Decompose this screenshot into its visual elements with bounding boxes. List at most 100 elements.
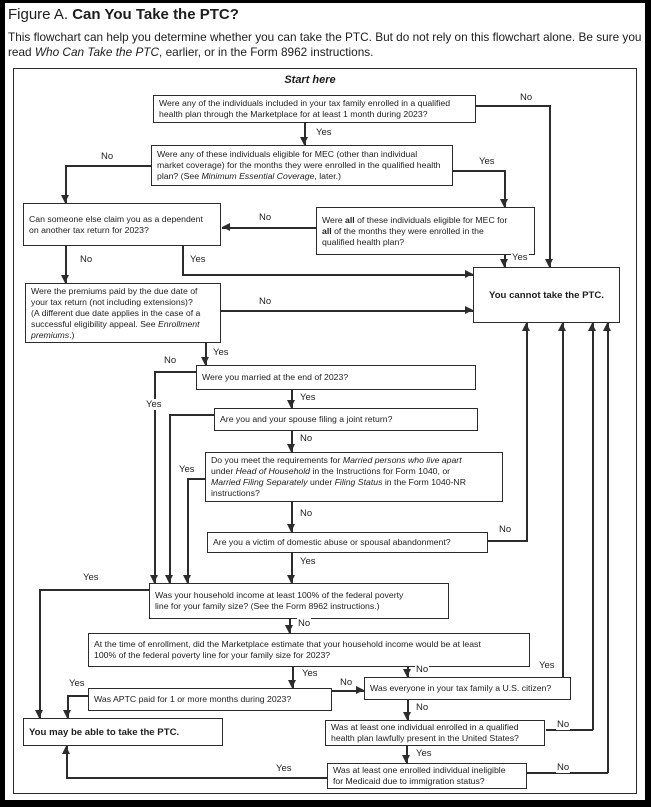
- edge-label: No: [498, 524, 513, 535]
- flow-line: [67, 695, 88, 697]
- node-mec-eligible: Were any of these individuals eligible f…: [151, 145, 453, 186]
- flow-line: [65, 165, 67, 203]
- flow-line: [221, 310, 473, 312]
- node-medicaid-ineligible: Was at least one enrolled individual ine…: [327, 763, 527, 789]
- edge-label: Yes: [415, 748, 433, 759]
- flow-line: [292, 667, 294, 688]
- flow-line: [182, 274, 473, 276]
- node-may-take-ptc: You may be able to take the PTC.: [23, 718, 223, 746]
- edge-label: No: [258, 296, 273, 307]
- edge-label: Yes: [511, 252, 529, 263]
- flow-line: [407, 700, 409, 720]
- flow-line: [607, 323, 609, 773]
- flow-line: [187, 478, 205, 480]
- arrowhead-right: [465, 270, 473, 278]
- edge-label: No: [297, 618, 312, 629]
- edge-label: No: [258, 212, 273, 223]
- flow-line: [154, 371, 156, 583]
- flow-line: [304, 123, 306, 145]
- arrowhead-left: [222, 223, 230, 231]
- arrowhead-down: [201, 357, 209, 365]
- arrowhead-up: [603, 323, 611, 331]
- flow-line: [476, 105, 550, 107]
- edge-label: No: [299, 508, 314, 519]
- edge-label: No: [79, 254, 94, 265]
- arrowhead-down: [150, 575, 158, 583]
- flow-line: [291, 431, 293, 452]
- arrowhead-down: [300, 137, 308, 145]
- node-cannot-take-ptc: You cannot take the PTC.: [473, 267, 620, 323]
- flow-line: [549, 105, 551, 267]
- flow-line: [187, 478, 189, 583]
- arrowhead-up: [558, 323, 566, 331]
- edge-label: Yes: [82, 572, 100, 583]
- flow-line: [65, 165, 151, 167]
- intro-text-line2: read Who Can Take the PTC, earlier, or i…: [8, 44, 374, 59]
- edge-label: Yes: [538, 660, 556, 671]
- edge-label: No: [339, 677, 354, 688]
- node-all-mec-all-months: Were all of these individuals eligible f…: [316, 207, 535, 255]
- flow-line: [592, 323, 594, 730]
- edge-label: Yes: [299, 556, 317, 567]
- arrowhead-up: [522, 323, 530, 331]
- flow-line: [222, 227, 316, 229]
- arrowhead-up: [62, 746, 70, 754]
- node-joint-return: Are you and your spouse filing a joint r…: [214, 408, 478, 431]
- arrowhead-right: [465, 306, 473, 314]
- flow-line: [332, 690, 364, 692]
- edge-label: No: [519, 92, 534, 103]
- flow-line: [182, 246, 184, 274]
- edge-label: No: [415, 702, 430, 713]
- flow-line: [65, 246, 67, 283]
- flow-line: [169, 414, 214, 416]
- edge-label: Yes: [299, 392, 317, 403]
- edge-label: No: [556, 762, 571, 773]
- flowchart-border: [13, 68, 637, 794]
- node-lawfully-present: Was at least one individual enrolled in …: [325, 720, 545, 746]
- arrowhead-down: [165, 575, 173, 583]
- edge-label: No: [100, 151, 115, 162]
- edge-label: Yes: [478, 156, 496, 167]
- node-marketplace-enrollment: Were any of the individuals included in …: [153, 95, 476, 123]
- flow-line: [67, 695, 69, 718]
- edge-label: Yes: [68, 678, 86, 689]
- node-premiums-paid: Were the premiums paid by the due date o…: [25, 283, 221, 343]
- flow-line: [66, 777, 327, 779]
- arrowhead-down: [402, 755, 410, 763]
- node-dependent-claim: Can someone else claim you as a dependen…: [23, 203, 221, 246]
- edge-label: Yes: [301, 668, 319, 679]
- node-marketplace-estimate: At the time of enrollment, did the Marke…: [88, 633, 530, 667]
- flow-line: [291, 390, 293, 408]
- arrowhead-right: [356, 686, 364, 694]
- edge-label: No: [556, 719, 571, 730]
- edge-label: No: [163, 355, 178, 366]
- intro-text-line1: This flowchart can help you determine wh…: [8, 30, 642, 44]
- arrowhead-down: [403, 712, 411, 720]
- start-here-label: Start here: [284, 74, 336, 86]
- flow-line: [291, 502, 293, 532]
- arrowhead-down: [287, 524, 295, 532]
- arrowhead-down: [403, 669, 411, 677]
- flow-line: [406, 746, 408, 763]
- node-aptc-paid: Was APTC paid for 1 or more months durin…: [88, 688, 332, 711]
- arrowhead-down: [287, 400, 295, 408]
- edge-label: Yes: [145, 399, 163, 410]
- edge-label: Yes: [275, 763, 293, 774]
- flow-line: [66, 746, 68, 778]
- flow-line: [205, 343, 207, 365]
- flow-line: [39, 589, 41, 718]
- edge-label: No: [415, 664, 430, 675]
- edge-label: Yes: [315, 127, 333, 138]
- node-household-income: Was your household income at least 100% …: [149, 583, 449, 619]
- flow-line: [39, 589, 149, 591]
- arrowhead-down: [288, 680, 296, 688]
- figure-title: Figure A. Can You Take the PTC?: [8, 6, 239, 23]
- node-married-year-end: Were you married at the end of 2023?: [196, 365, 476, 390]
- arrowhead-down: [287, 575, 295, 583]
- flow-line: [453, 170, 505, 172]
- arrowhead-down: [61, 275, 69, 283]
- edge-label: Yes: [189, 254, 207, 265]
- flow-line: [154, 371, 196, 373]
- arrowhead-down: [287, 444, 295, 452]
